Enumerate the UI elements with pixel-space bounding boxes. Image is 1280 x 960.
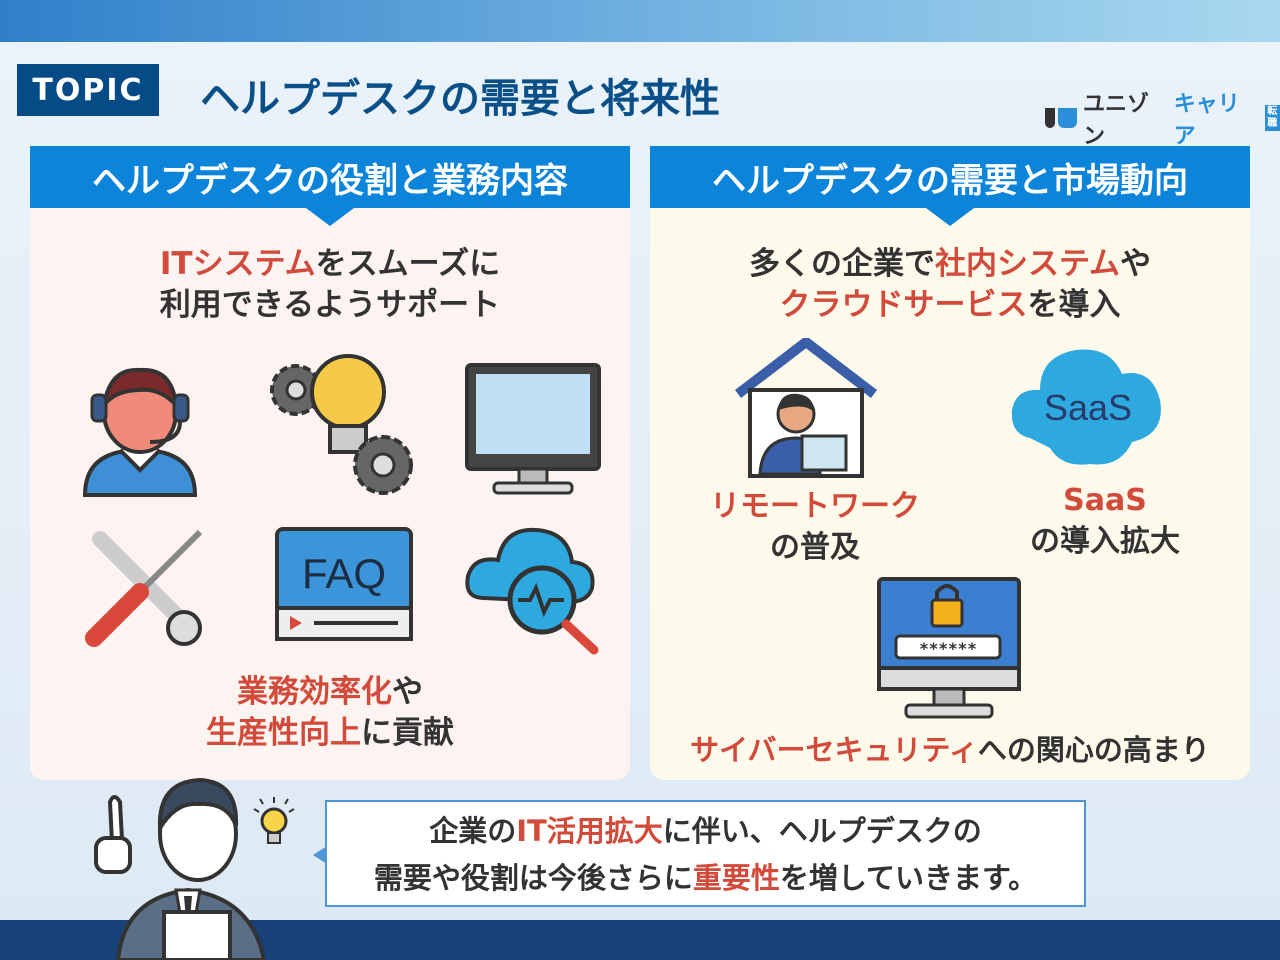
lightbulb-idea-icon	[253, 797, 295, 844]
outro-highlight-2: 生産性向上	[206, 715, 361, 751]
role-outro: 業務効率化や生産性向上に貢献	[30, 672, 630, 754]
intro-text: をスムーズに	[315, 246, 501, 282]
saas-text: の導入拡大	[1030, 524, 1180, 559]
outro-text-2: に貢献	[361, 715, 454, 751]
market-card-heading: ヘルプデスクの需要と市場動向	[650, 146, 1250, 226]
saas-cloud-icon: SaaS	[1011, 349, 1161, 465]
logo-tag: 転職	[1264, 105, 1280, 131]
logo-text-blue: キャリア	[1173, 92, 1240, 149]
market-intro: 多くの企業で社内システムやクラウドサービスを導入	[650, 244, 1250, 326]
intro-text-c: を導入	[1027, 287, 1121, 323]
intro-highlight-1: 社内システム	[934, 246, 1121, 282]
cloud-monitoring-icon	[465, 527, 599, 655]
outro-highlight-1: 業務効率化	[237, 674, 392, 710]
security-text: への関心の高まり	[977, 733, 1210, 767]
remote-work-label: リモートワークの普及	[515, 486, 1115, 568]
market-card: ヘルプデスクの需要と市場動向 多くの企業で社内システムやクラウドサービスを導入 …	[650, 146, 1250, 780]
bubble-text-4: を増していきます。	[779, 861, 1038, 895]
businessman-pointing-icon	[94, 777, 267, 960]
security-label: サイバーセキュリティへの関心の高まり	[650, 730, 1250, 771]
intro-highlight-2: クラウドサービス	[779, 287, 1028, 323]
bubble-highlight-2: 重要性	[692, 861, 780, 895]
security-highlight: サイバーセキュリティ	[690, 733, 978, 767]
faq-video-icon: FAQ	[275, 527, 413, 641]
saas-highlight: SaaS	[1063, 483, 1147, 518]
bubble-text-2: に伴い、ヘルプデスクの	[662, 814, 982, 848]
logo-mark-icon	[1045, 108, 1077, 128]
bubble-highlight-1: IT活用拡大	[516, 814, 663, 848]
bubble-text-3: 需要や役割は今後さらに	[373, 861, 693, 895]
page-title: ヘルプデスクの需要と将来性	[200, 76, 720, 122]
role-intro: ITシステムをスムーズに利用できるようサポート	[30, 244, 630, 326]
security-monitor-icon: ******	[877, 577, 1021, 719]
intro-text: 多くの企業で	[748, 246, 935, 282]
intro-text-b: や	[1120, 246, 1152, 282]
top-band	[0, 0, 1280, 42]
role-card-heading: ヘルプデスクの役割と業務内容	[30, 146, 630, 226]
faq-label: FAQ	[302, 550, 386, 597]
remote-work-house-icon	[734, 338, 878, 478]
remote-highlight: リモートワーク	[710, 489, 920, 524]
monitor-icon	[465, 363, 601, 495]
topic-badge: TOPIC	[17, 64, 159, 116]
role-card: ヘルプデスクの役割と業務内容 ITシステムをスムーズに利用できるようサポート F…	[30, 146, 630, 780]
summary-speech-bubble: 企業のIT活用拡大に伴い、ヘルプデスクの 需要や役割は今後さらに重要性を増してい…	[313, 800, 1086, 907]
password-mask: ******	[919, 639, 977, 658]
saas-label: SaaS の導入拡大	[805, 480, 1280, 562]
remote-text: の普及	[770, 530, 860, 565]
logo-text: ユニゾン	[1083, 92, 1150, 149]
intro-text-2: 利用できるようサポート	[159, 287, 501, 323]
brand-logo: ユニゾンキャリア 転職	[1045, 86, 1280, 150]
headset-operator-icon	[82, 367, 198, 497]
saas-icon-label: SaaS	[1044, 387, 1132, 428]
wrench-screwdriver-icon	[85, 529, 203, 647]
gears-lightbulb-icon	[270, 354, 413, 495]
intro-highlight: ITシステム	[159, 246, 316, 282]
outro-text-1: や	[392, 674, 423, 710]
bubble-text: 企業の	[429, 814, 517, 848]
